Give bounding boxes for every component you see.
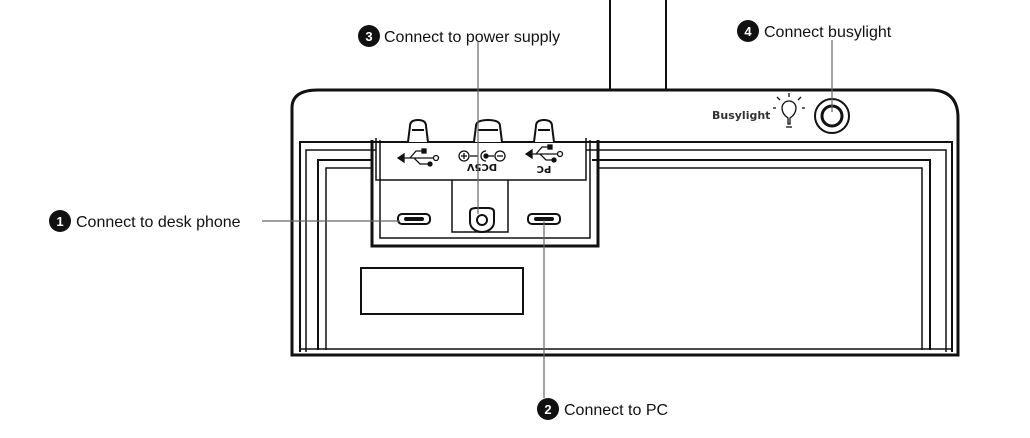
device-body bbox=[290, 88, 960, 357]
callout-1-badge bbox=[49, 210, 71, 232]
light-bulb-icon bbox=[773, 93, 805, 128]
usb-icon-phone bbox=[396, 148, 440, 167]
callout-4: 4 Connect busylight bbox=[737, 20, 892, 42]
callout-2-number: 2 bbox=[544, 402, 551, 417]
leader-lines bbox=[262, 40, 833, 398]
top-tabs bbox=[407, 118, 555, 143]
pc-port-label: PC bbox=[537, 163, 552, 174]
power-jack-port bbox=[469, 207, 495, 233]
power-port-label: DC5V bbox=[467, 161, 498, 172]
callout-2: 2 Connect to PC bbox=[537, 398, 668, 420]
callout-2-label: Connect to PC bbox=[564, 402, 668, 419]
callout-4-number: 4 bbox=[744, 24, 752, 39]
port-recess bbox=[370, 138, 600, 248]
busylight-port bbox=[814, 98, 850, 134]
usb-icon-pc bbox=[524, 144, 564, 163]
callout-3-badge bbox=[358, 25, 380, 47]
callout-3-label: Connect to power supply bbox=[384, 29, 560, 46]
callout-1-label: Connect to desk phone bbox=[76, 214, 241, 231]
callout-4-label: Connect busylight bbox=[764, 24, 892, 41]
callout-1: 1 Connect to desk phone bbox=[49, 210, 241, 232]
power-polarity-icon bbox=[458, 150, 506, 162]
phone-usb-port-inner bbox=[404, 217, 424, 221]
stand-neck bbox=[609, 0, 667, 92]
callout-2-badge bbox=[537, 398, 559, 420]
pc-usb-port-inner bbox=[534, 217, 554, 221]
busylight-label: Busylight bbox=[712, 109, 770, 122]
callout-3: 3 Connect to power supply bbox=[358, 25, 560, 47]
callout-4-badge bbox=[737, 20, 759, 42]
callout-1-number: 1 bbox=[56, 214, 63, 229]
label-window bbox=[360, 267, 524, 315]
callout-3-number: 3 bbox=[365, 29, 372, 44]
